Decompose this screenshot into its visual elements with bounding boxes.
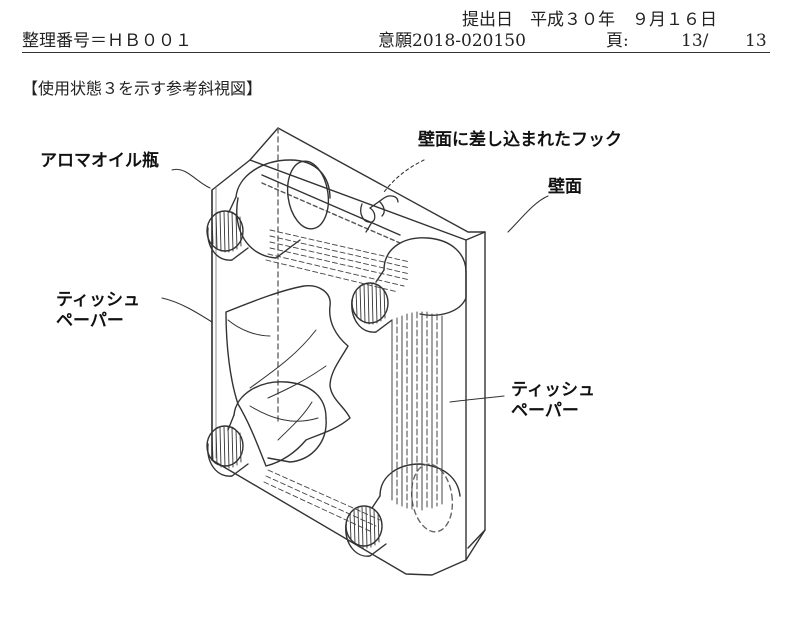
tissue-stack-right	[391, 311, 443, 511]
hook-icon	[360, 195, 399, 233]
tissue-stack-bottom	[263, 469, 381, 533]
label-aroma-bottle: アロマオイル瓶	[40, 151, 159, 171]
application-number: 意願2018-020150	[378, 31, 526, 51]
label-tissue-right-line1: ティッシュ	[511, 380, 595, 400]
bottle-top-left	[206, 159, 331, 261]
tissue-sheet-pulled	[225, 285, 351, 467]
header-rule	[22, 52, 770, 53]
section-title: 【使用状態３を示す参考斜視図】	[22, 79, 263, 98]
submit-date: 提出日 平成３０年 ９月１６日	[462, 10, 717, 30]
reference-number: 整理番号＝ＨＢ００１	[22, 31, 192, 51]
bottle-bottom-right	[345, 463, 461, 557]
label-wall: 壁面	[548, 177, 582, 197]
tissue-stack-top	[265, 229, 411, 293]
page-total: 13	[745, 31, 767, 51]
page-label: 頁:	[606, 31, 629, 51]
leader-lines	[161, 159, 549, 403]
bottle-bottom-left	[206, 381, 327, 477]
page-number: 13/	[681, 31, 709, 51]
label-hook: 壁面に差し込まれたフック	[418, 130, 622, 150]
label-tissue-left-line1: ティッシュ	[56, 290, 140, 310]
label-tissue-left-line2: ペーパー	[56, 311, 124, 331]
panel-front	[211, 159, 467, 576]
label-tissue-right-line2: ペーパー	[511, 401, 579, 421]
bottle-top-right	[351, 237, 467, 333]
